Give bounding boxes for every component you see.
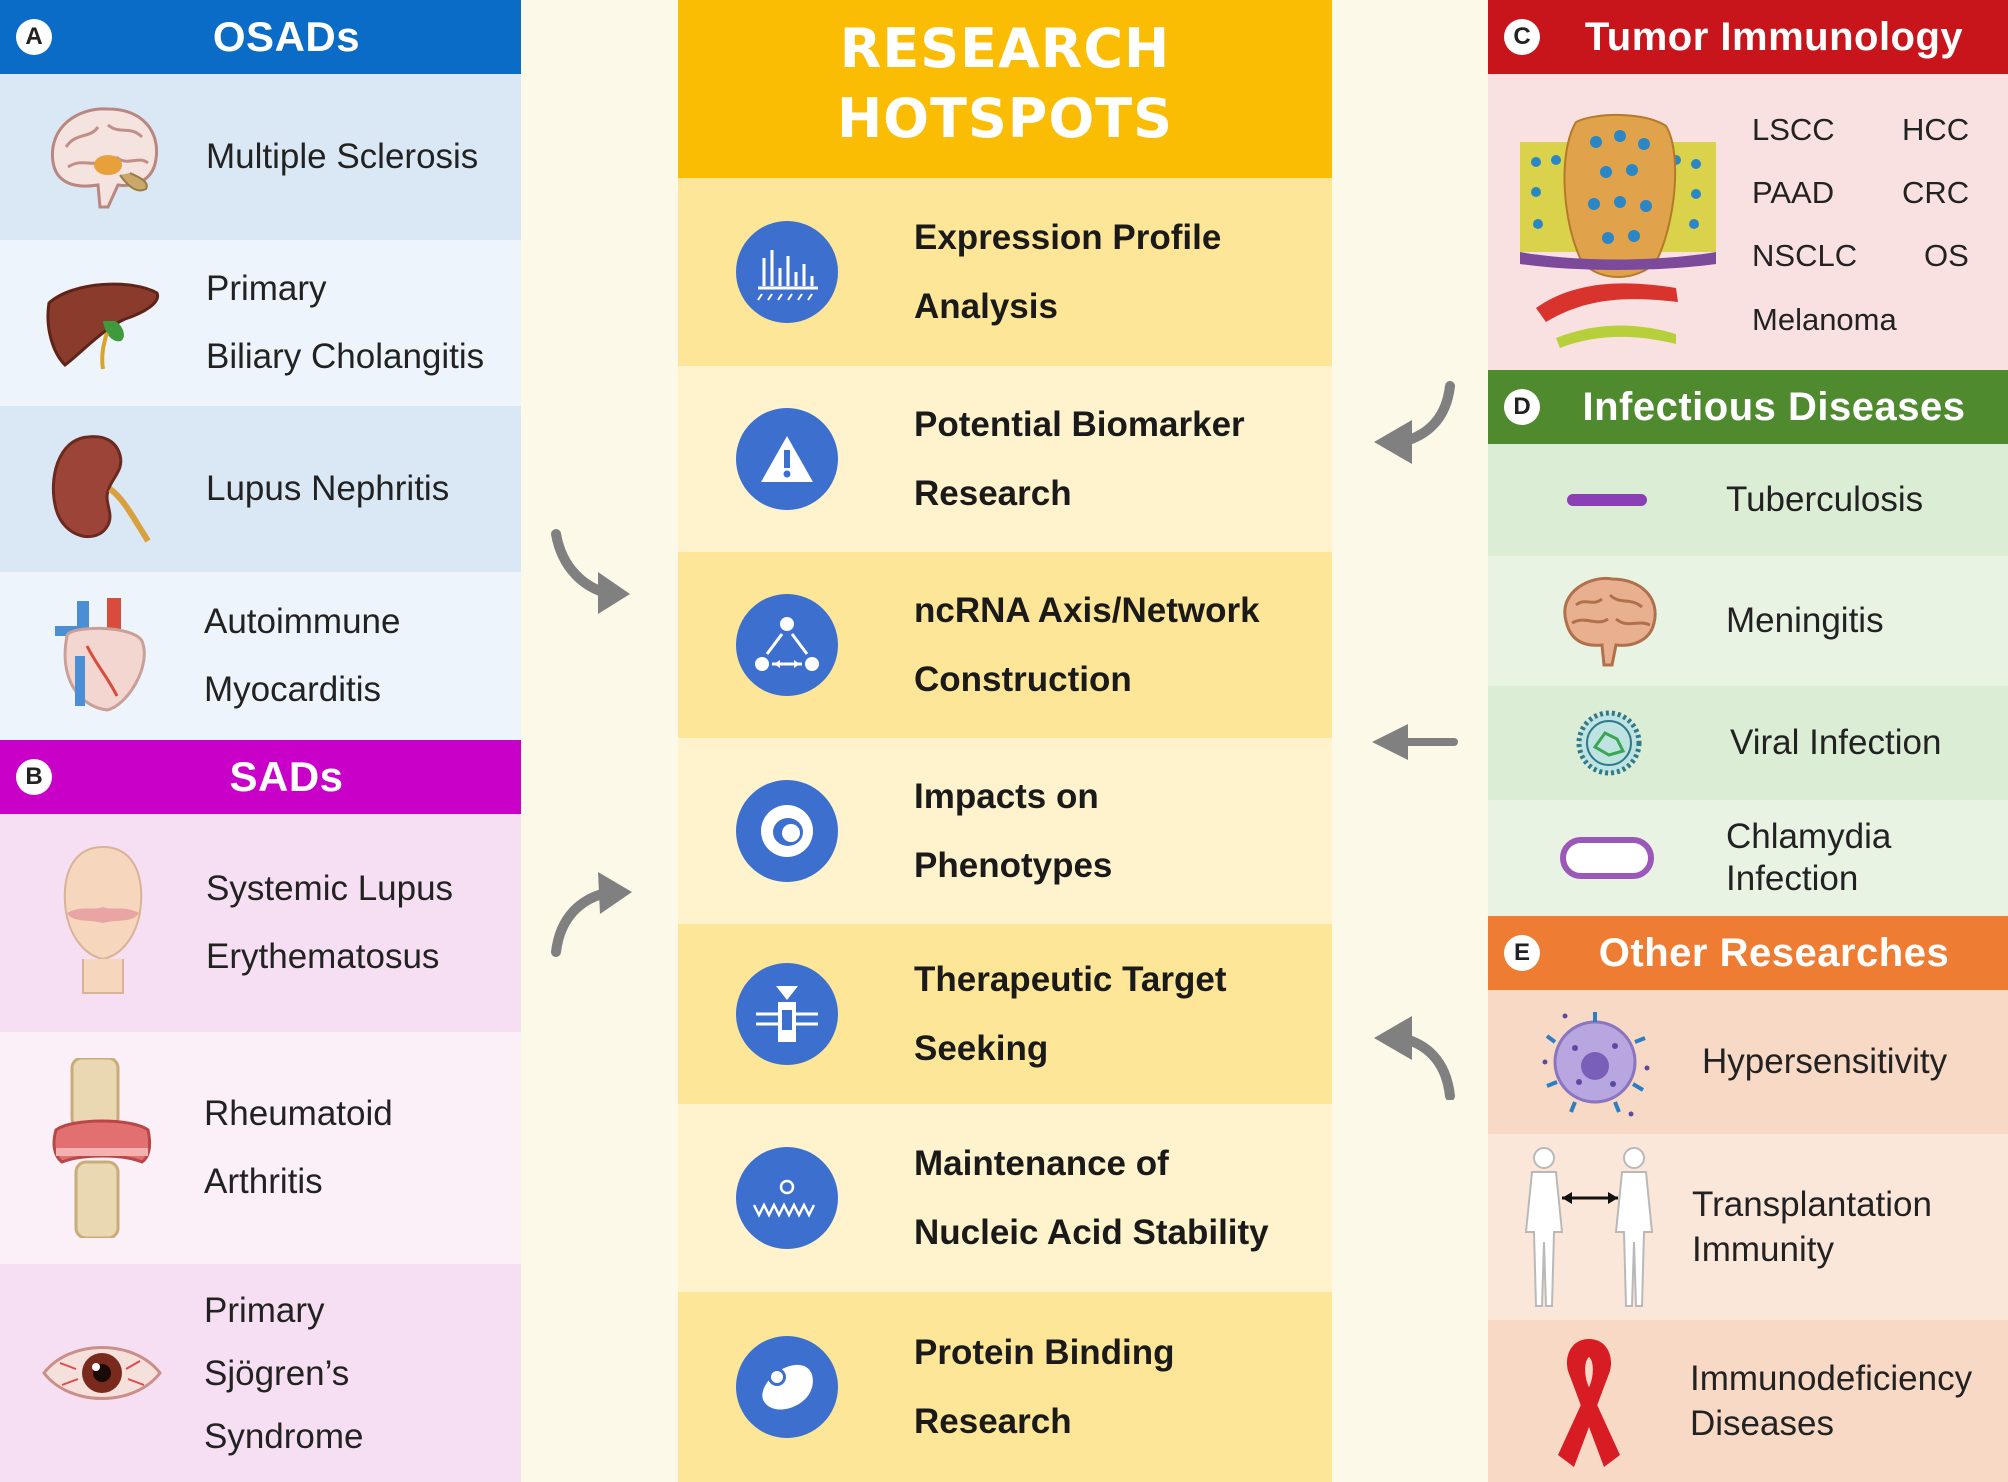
red-eye-icon [0, 1264, 204, 1482]
osads-item-label: Lupus Nephritis [206, 468, 450, 508]
sads-title: SADs [229, 753, 344, 800]
capsule-bacterium-icon [1488, 800, 1726, 916]
infectious-title: Infectious Diseases [1582, 384, 1966, 429]
heart-icon [0, 572, 204, 740]
infectious-item-tuberculosis: Tuberculosis [1488, 444, 2008, 556]
infectious-item-meningitis: Meningitis [1488, 556, 2008, 686]
sads-item-label: Systemic Lupus Erythematosus [206, 868, 454, 976]
joint-icon [0, 1032, 204, 1264]
osads-item-label: Primary Biliary Cholangitis [206, 268, 485, 376]
hotspot-label: Impacts on Phenotypes [914, 777, 1113, 885]
infectious-item-label: Meningitis [1726, 600, 1884, 640]
hotspot-label: Expression Profile Analysis [914, 218, 1222, 326]
osads-item-label: Multiple Sclerosis [206, 136, 479, 176]
infectious-item-chlamydia: Chlamydia Infection [1488, 800, 2008, 916]
hotspot-therapeutic-target: Therapeutic Target Seeking [678, 924, 1332, 1104]
virus-icon [1488, 686, 1730, 800]
hotspot-impacts-phenotypes: Impacts on Phenotypes [678, 738, 1332, 924]
hotspot-label: Protein Binding Research [914, 1333, 1175, 1441]
hotspot-potential-biomarker: Potential Biomarker Research [678, 366, 1332, 552]
tumor-tissue-icon [1516, 112, 1720, 353]
infectious-item-label: Chlamydia Infection [1726, 817, 1892, 898]
osads-header: A OSADs [0, 0, 521, 74]
hotspot-nucleic-acid-stability: Maintenance of Nucleic Acid Stability [678, 1104, 1332, 1292]
section-badge-e: E [1504, 935, 1540, 971]
sads-item-pss: Primary Sjögren’s Syndrome [0, 1264, 521, 1482]
hotspot-label: Maintenance of Nucleic Acid Stability [914, 1144, 1269, 1252]
osads-item-label: Autoimmune Myocarditis [204, 601, 401, 709]
rna-strand-icon [736, 1147, 838, 1249]
cancer-label: NSCLC [1752, 238, 1858, 273]
other-item-label: Hypersensitivity [1702, 1041, 1948, 1081]
hotspot-expression-profile: Expression Profile Analysis [678, 178, 1332, 366]
osads-item-pbc: Primary Biliary Cholangitis [0, 240, 521, 406]
osads-title: OSADs [212, 13, 361, 60]
section-badge-d: D [1504, 389, 1540, 425]
brain-cross-section-icon [0, 74, 206, 240]
sads-item-label: Primary Sjögren’s Syndrome [204, 1290, 364, 1456]
cancer-label: HCC [1902, 112, 1970, 147]
protein-blob-icon [736, 1336, 838, 1438]
infectious-item-label: Viral Infection [1730, 722, 1942, 762]
cell-ring-icon [736, 780, 838, 882]
hotspot-label: Therapeutic Target Seeking [914, 960, 1227, 1068]
bar-chart-icon [736, 221, 838, 323]
sads-item-ra: Rheumatoid Arthritis [0, 1032, 521, 1264]
research-hotspots-title: RESEARCH HOTSPOTS [836, 17, 1174, 150]
hotspot-protein-binding: Protein Binding Research [678, 1292, 1332, 1482]
arrow-other-to-hotspots [1374, 1016, 1455, 1100]
target-pin-icon [736, 963, 838, 1065]
osads-item-autoimmune-myocarditis: Autoimmune Myocarditis [0, 572, 521, 740]
infectious-item-viral: Viral Infection [1488, 686, 2008, 800]
arrow-osads-to-hotspots [551, 529, 630, 614]
mast-cell-icon [1488, 990, 1702, 1134]
cancer-label: PAAD [1752, 175, 1835, 210]
osads-item-lupus-nephritis: Lupus Nephritis [0, 406, 521, 572]
cancer-label: OS [1924, 238, 1969, 273]
infectious-item-label: Tuberculosis [1726, 479, 1924, 519]
kidney-icon [0, 406, 206, 572]
sads-item-label: Rheumatoid Arthritis [204, 1093, 393, 1201]
two-bodies-icon [1488, 1134, 1692, 1320]
tumor-header: C Tumor Immunology [1488, 0, 2008, 74]
cancer-label: CRC [1902, 175, 1970, 210]
red-ribbon-icon [1488, 1320, 1690, 1482]
arrow-infectious-to-hotspots [1372, 724, 1458, 760]
section-badge-b: B [16, 759, 52, 795]
section-badge-a: A [16, 19, 52, 55]
network-triangle-icon [736, 594, 838, 696]
osads-item-multiple-sclerosis: Multiple Sclerosis [0, 74, 521, 240]
hotspot-label: Potential Biomarker Research [914, 405, 1245, 513]
cancer-label: Melanoma [1752, 302, 1897, 337]
hotspot-label: ncRNA Axis/Network Construction [914, 591, 1260, 699]
infectious-header: D Infectious Diseases [1488, 370, 2008, 444]
other-item-hypersensitivity: Hypersensitivity [1488, 990, 2008, 1134]
research-hotspots-header: RESEARCH HOTSPOTS [678, 0, 1332, 178]
other-header: E Other Researches [1488, 916, 2008, 990]
other-item-label: Transplantation Immunity [1692, 1184, 1932, 1270]
sads-header: B SADs [0, 740, 521, 814]
cancer-label: LSCC [1752, 112, 1835, 147]
bacillus-rod-icon [1488, 444, 1726, 556]
arrow-tumor-to-hotspots [1374, 381, 1455, 464]
face-rash-icon [0, 814, 206, 1032]
sads-item-sle: Systemic Lupus Erythematosus [0, 814, 521, 1032]
hotspot-ncrna-network: ncRNA Axis/Network Construction [678, 552, 1332, 738]
other-item-immunodeficiency: Immunodeficiency Diseases [1488, 1320, 2008, 1482]
arrow-sads-to-hotspots [551, 872, 632, 957]
other-item-label: Immunodeficiency Diseases [1690, 1358, 1973, 1444]
liver-icon [0, 240, 206, 406]
other-item-transplantation: Transplantation Immunity [1488, 1134, 2008, 1320]
tumor-title: Tumor Immunology [1584, 14, 1964, 59]
section-badge-c: C [1504, 19, 1540, 55]
brain-icon [1488, 556, 1726, 686]
other-title: Other Researches [1598, 930, 1950, 975]
warning-triangle-icon [736, 408, 838, 510]
